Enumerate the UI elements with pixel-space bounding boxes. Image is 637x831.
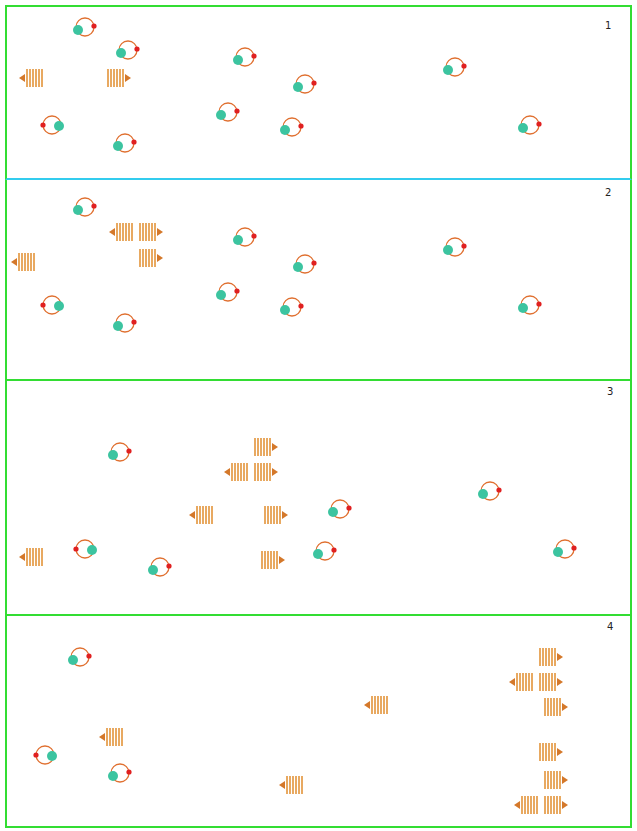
molecule xyxy=(280,118,304,136)
molecule xyxy=(40,116,64,134)
comb-particle xyxy=(514,796,537,814)
comb-particle xyxy=(140,223,163,241)
panel-number: 1 xyxy=(605,21,611,31)
panel-band: 2 xyxy=(5,180,632,381)
comb-particle xyxy=(545,698,568,716)
comb-particle xyxy=(99,728,122,746)
molecule xyxy=(216,103,240,121)
comb-particle xyxy=(364,696,387,714)
molecule xyxy=(73,198,97,216)
comb-particle xyxy=(255,463,278,481)
panel-number: 3 xyxy=(607,387,613,397)
molecule xyxy=(33,746,57,764)
comb-particle xyxy=(140,249,163,267)
comb-particle xyxy=(255,438,278,456)
comb-particle xyxy=(109,223,132,241)
molecule xyxy=(73,540,97,558)
comb-particle xyxy=(540,648,563,666)
molecule xyxy=(293,255,317,273)
molecule xyxy=(443,58,467,76)
panel-band: 4 xyxy=(5,616,632,828)
molecule xyxy=(113,314,137,332)
molecule xyxy=(108,443,132,461)
molecule xyxy=(116,41,140,59)
molecule xyxy=(108,764,132,782)
molecule xyxy=(443,238,467,256)
panel-band: 3 xyxy=(5,381,632,616)
comb-particle xyxy=(19,69,42,87)
molecule xyxy=(280,298,304,316)
molecule xyxy=(518,296,542,314)
comb-particle xyxy=(108,69,131,87)
molecule xyxy=(553,540,577,558)
comb-particle xyxy=(279,776,302,794)
molecule xyxy=(233,228,257,246)
molecule xyxy=(216,283,240,301)
molecule xyxy=(328,500,352,518)
comb-particle xyxy=(224,463,247,481)
comb-particle xyxy=(265,506,288,524)
comb-particle xyxy=(540,743,563,761)
comb-particle xyxy=(545,771,568,789)
molecule xyxy=(40,296,64,314)
panel-number: 4 xyxy=(607,622,613,632)
molecule xyxy=(313,542,337,560)
comb-particle xyxy=(545,796,568,814)
panel-number: 2 xyxy=(605,188,611,198)
comb-particle xyxy=(509,673,532,691)
molecule xyxy=(293,75,317,93)
molecule xyxy=(233,48,257,66)
comb-particle xyxy=(540,673,563,691)
comb-particle xyxy=(19,548,42,566)
molecule xyxy=(518,116,542,134)
molecule xyxy=(478,482,502,500)
comb-particle xyxy=(11,253,34,271)
comb-particle xyxy=(189,506,212,524)
molecule xyxy=(148,558,172,576)
molecule xyxy=(68,648,92,666)
comb-particle xyxy=(262,551,285,569)
molecule xyxy=(73,18,97,36)
molecule xyxy=(113,134,137,152)
panel-band: 1 xyxy=(5,5,632,180)
